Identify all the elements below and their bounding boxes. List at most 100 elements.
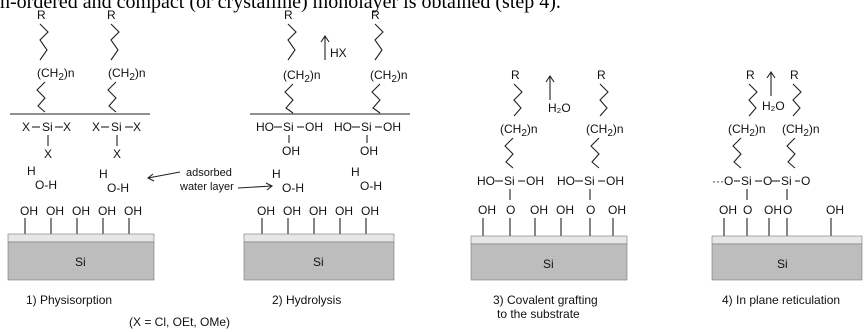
- silicon-substrate: [7, 241, 155, 281]
- water-oh: O-H: [282, 181, 304, 195]
- oh-group: OH: [283, 204, 301, 218]
- x-ligand-bottom: X: [113, 147, 121, 161]
- substrate-label: Si: [313, 255, 324, 269]
- r-group-label: R: [371, 8, 380, 22]
- oh-group: OH: [719, 203, 737, 217]
- oh-group: OH: [826, 203, 844, 217]
- r-group-label: R: [746, 68, 755, 82]
- o-bridge-left: ···O: [712, 174, 733, 188]
- silicon-atom: Si: [741, 174, 752, 188]
- surface-band: [7, 233, 155, 243]
- x-ligand-right: X: [133, 120, 141, 134]
- x-ligand-left: X: [92, 120, 100, 134]
- ch2n-label: (CH2)n: [283, 68, 321, 85]
- oh-group: OH: [257, 204, 275, 218]
- silicon-atom: Si: [361, 120, 372, 134]
- step-note: (X = Cl, OEt, OMe): [129, 315, 230, 329]
- oh-group: OH: [98, 204, 116, 218]
- release-arrow: [545, 75, 555, 100]
- r-group-label: R: [37, 8, 46, 22]
- o-bridge: O: [506, 203, 515, 217]
- r-group-label: R: [284, 8, 293, 22]
- silicon-substrate: [711, 243, 863, 281]
- surface-band: [243, 233, 395, 243]
- surface-hydroxyls: OH OH OH OH OH: [257, 204, 379, 234]
- o-bridge: O: [783, 203, 792, 217]
- r-group-label: R: [597, 68, 606, 82]
- h2o-label: H₂O: [548, 101, 571, 115]
- oh-group: OH: [46, 204, 64, 218]
- ch2n-label: (CH2)n: [500, 122, 538, 139]
- x-ligand-left: X: [22, 120, 30, 134]
- oh-group: OH: [556, 203, 574, 217]
- panel-hydrolysis: R (CH2)n R (CH2)n HX HO Si OH OH HO Si O…: [243, 8, 410, 307]
- water-h: H: [99, 167, 108, 181]
- ho-group: HO: [334, 120, 352, 134]
- step-label-continued: to the substrate: [497, 307, 580, 321]
- step-label: 1) Physisorption: [26, 293, 112, 307]
- r-group-label: R: [790, 68, 799, 82]
- caption-top-text: n-ordered and compact (or crystalline) m…: [0, 0, 561, 13]
- oh-group: OH: [360, 144, 378, 158]
- silicon-atom: Si: [504, 174, 515, 188]
- oh-group: OH: [124, 204, 142, 218]
- step-label: 2) Hydrolysis: [272, 293, 341, 307]
- panel-physisorption: R (CH2)n Si X X X R (CH2)n X Si X X: [7, 8, 230, 329]
- water-oh: O-H: [35, 178, 57, 192]
- panel-in-plane-reticulation: R (CH2)n R (CH2)n H₂O ···O Si O Si O OH …: [711, 68, 863, 307]
- ch2n-label: (CH2)n: [586, 122, 624, 139]
- silicon-atom: Si: [584, 174, 595, 188]
- r-group-label: R: [107, 8, 116, 22]
- surface-band: [470, 235, 628, 245]
- oh-group: OH: [606, 174, 624, 188]
- o-bridge: O: [586, 203, 595, 217]
- oh-group: OH: [282, 144, 300, 158]
- hx-label: HX: [330, 46, 347, 60]
- x-ligand-bottom: X: [44, 147, 52, 161]
- substrate-label: Si: [543, 257, 554, 271]
- water-oh: O-H: [107, 181, 129, 195]
- surface-groups: OH O OH O OH OH: [478, 203, 626, 236]
- release-arrow: [320, 35, 330, 60]
- ch2n-label: (CH2)n: [37, 66, 75, 83]
- ch2n-label: (CH2)n: [370, 68, 408, 85]
- silicon-substrate: [243, 241, 395, 281]
- release-arrow: [766, 71, 776, 96]
- silicon-atom: Si: [42, 120, 53, 134]
- oh-group: OH: [530, 203, 548, 217]
- h2o-label: H₂O: [762, 99, 785, 113]
- surface-hydroxyls: OH OH OH OH OH: [20, 204, 142, 234]
- r-group-label: R: [511, 68, 520, 82]
- silicon-substrate: [470, 243, 628, 281]
- adsorbed-label: adsorbed: [186, 167, 232, 179]
- ch2n-label: (CH2)n: [108, 66, 146, 83]
- o-bridge: O: [743, 203, 752, 217]
- ho-group: HO: [256, 120, 274, 134]
- surface-groups: OH O OH O OH: [719, 203, 844, 236]
- step-label: 3) Covalent grafting: [493, 293, 598, 307]
- water-oh: O-H: [360, 179, 382, 193]
- oh-group: OH: [526, 174, 544, 188]
- silicon-atom: Si: [283, 120, 294, 134]
- oh-group: OH: [72, 204, 90, 218]
- oh-group: OH: [608, 203, 626, 217]
- oh-group: OH: [335, 204, 353, 218]
- silicon-atom: Si: [781, 174, 792, 188]
- o-bridge: O: [763, 174, 772, 188]
- water-h: H: [351, 165, 360, 179]
- oh-group: OH: [361, 204, 379, 218]
- water-layer-label: water layer: [179, 181, 234, 193]
- substrate-label: Si: [75, 255, 86, 269]
- oh-group: OH: [309, 204, 327, 218]
- oh-group: OH: [305, 120, 323, 134]
- oh-group: OH: [20, 204, 38, 218]
- ho-group: HO: [557, 174, 575, 188]
- oh-group: OH: [478, 203, 496, 217]
- substrate-label: Si: [777, 257, 788, 271]
- adsorbed-water-callout: adsorbed water layer: [146, 167, 274, 193]
- oh-group: OH: [383, 120, 401, 134]
- ch2n-label: (CH2)n: [728, 122, 766, 139]
- water-h: H: [272, 167, 281, 181]
- molecule-a: R (CH2)n Si X X X: [22, 8, 75, 161]
